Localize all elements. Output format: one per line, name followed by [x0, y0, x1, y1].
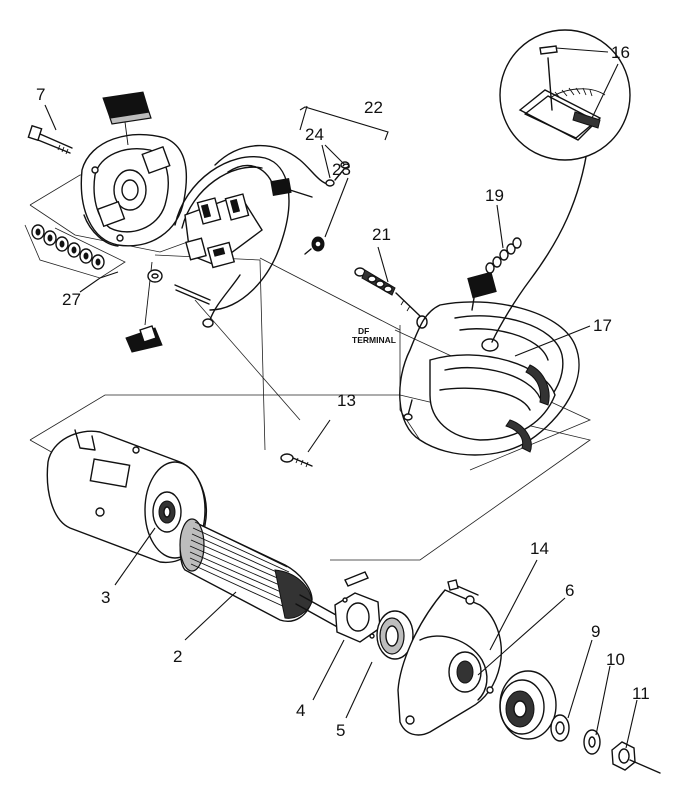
- callout-3: 3: [101, 588, 110, 607]
- callout-13: 13: [337, 391, 356, 410]
- washer-stack-27: [31, 224, 163, 283]
- field-frame-housing: [46, 429, 207, 564]
- callout-27: 27: [62, 290, 81, 309]
- callout-24: 24: [305, 125, 324, 144]
- bottom-brush: [125, 261, 163, 353]
- df-terminal-21: [354, 267, 428, 329]
- callout-21: 21: [372, 225, 391, 244]
- washer-9: [550, 714, 570, 742]
- terminal-stack-19: [467, 237, 522, 311]
- callout-7: 7: [36, 85, 45, 104]
- bearing-plate-4: [334, 592, 381, 643]
- callout-9: 9: [591, 622, 600, 641]
- field-coil-17: [399, 301, 580, 456]
- callout-4: 4: [296, 701, 305, 720]
- nut-11: [611, 741, 661, 774]
- callout-2: 2: [173, 647, 182, 666]
- callout-17: 17: [593, 316, 612, 335]
- callout-14: 14: [530, 539, 549, 558]
- callout-10: 10: [606, 650, 625, 669]
- top-brush: [102, 91, 152, 146]
- bearing-5: [376, 610, 414, 660]
- callout-19: 19: [485, 186, 504, 205]
- pulley: [499, 670, 557, 740]
- callout-11: 11: [632, 684, 650, 703]
- screw-13: [280, 453, 313, 468]
- washer-10: [583, 729, 601, 755]
- callout-23: 23: [332, 160, 351, 179]
- brush-holder-plate: [174, 144, 331, 328]
- callout-6: 6: [565, 581, 574, 600]
- df-note-line1: DF: [358, 326, 369, 336]
- df-terminal-note: DF TERMINAL: [352, 326, 396, 345]
- callout-labels: 7 22 24 23 16 19 21 17 27 13 14 6 9 10 1…: [36, 43, 650, 740]
- callout-5: 5: [336, 721, 345, 740]
- bolt-7: [27, 124, 73, 155]
- inset-detail-16: [499, 29, 631, 161]
- armature-2: [179, 518, 369, 630]
- callout-22: 22: [364, 98, 383, 117]
- df-note-line2: TERMINAL: [352, 335, 396, 345]
- leader-lines: [44, 47, 638, 749]
- drive-end-cover-14: [397, 579, 502, 736]
- callout-16: 16: [611, 43, 630, 62]
- terminal-23: [304, 236, 325, 255]
- field-lead-wire: [491, 144, 589, 343]
- brush-end-frame: [80, 133, 188, 247]
